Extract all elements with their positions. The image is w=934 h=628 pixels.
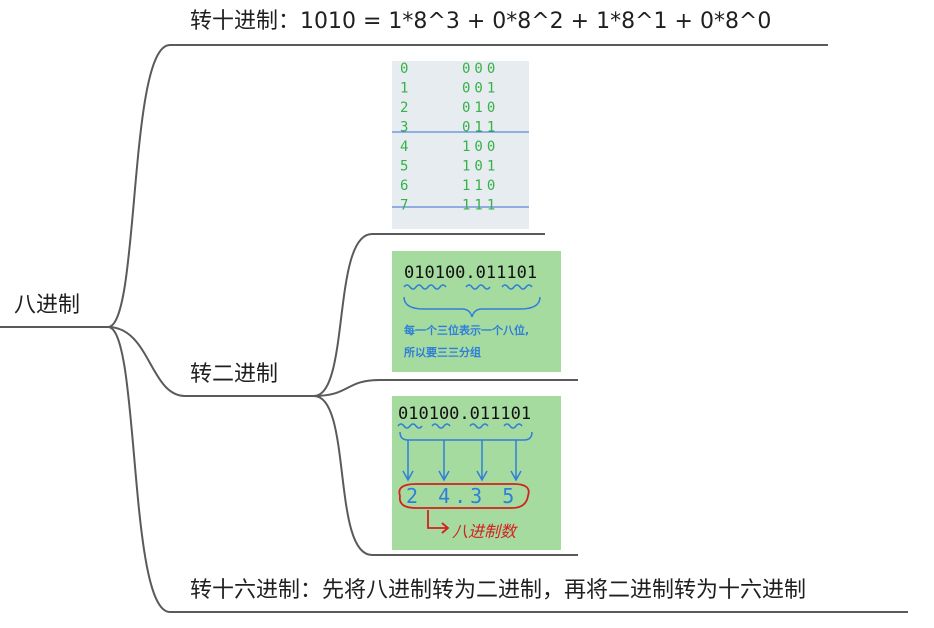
table-digit: 1 xyxy=(400,81,408,97)
conversion-result-label: 八进制数 xyxy=(452,518,516,542)
down-arrow xyxy=(511,440,521,480)
wavy-underline xyxy=(466,285,490,289)
down-arrow xyxy=(403,440,413,480)
connector-child-note xyxy=(314,380,380,396)
grouping-note-line1: 每一个三位表示一个八位, xyxy=(404,322,529,338)
wavy-underline xyxy=(504,424,522,428)
table-digit: 6 xyxy=(400,178,408,194)
table-bits: 011 xyxy=(462,120,499,136)
connector-child-table xyxy=(314,234,372,396)
grouping-note-line2: 所以要三三分组 xyxy=(404,344,481,360)
table-bits: 111 xyxy=(462,198,499,214)
wavy-underline xyxy=(432,424,450,428)
table-digit: 5 xyxy=(400,159,408,175)
down-arrow xyxy=(477,440,487,480)
connector-child-conversion xyxy=(314,396,372,555)
bracket-line xyxy=(400,432,532,440)
table-bits: 101 xyxy=(462,159,499,175)
to-hex-label: 转十六进制：先将八进制转为二进制，再将二进制转为十六进制 xyxy=(190,580,806,602)
table-digit: 4 xyxy=(400,139,408,155)
table-digit: 7 xyxy=(400,198,408,214)
table-bits: 001 xyxy=(462,81,499,97)
table-bits: 010 xyxy=(462,100,499,116)
table-digit: 0 xyxy=(400,61,408,77)
wavy-underline xyxy=(470,424,488,428)
red-arrow xyxy=(428,510,448,533)
conversion-image: 010100.011101 2 4.3 5 八进制数 xyxy=(392,396,561,550)
connector-to-hex xyxy=(108,327,170,612)
grouping-note-image: 010100.011101 每一个三位表示一个八位, 所以要三三分组 xyxy=(392,251,561,372)
to-decimal-label: 转十进制：1010 = 1*8^3 + 0*8^2 + 1*8^1 + 0*8^… xyxy=(190,11,771,33)
root-node-label: 八进制 xyxy=(14,295,80,317)
connector-to-binary xyxy=(108,327,185,396)
conversion-result: 2 4.3 5 xyxy=(406,484,518,508)
table-digit: 2 xyxy=(400,100,408,116)
wavy-underline xyxy=(502,285,532,289)
table-bits: 000 xyxy=(462,61,499,77)
table-bits: 100 xyxy=(462,139,499,155)
wavy-underline xyxy=(398,424,422,428)
table-bits: 110 xyxy=(462,178,499,194)
connector-to-decimal xyxy=(108,45,170,327)
wavy-underline xyxy=(404,285,446,289)
down-arrow xyxy=(439,440,449,480)
to-binary-label: 转二进制 xyxy=(190,364,278,386)
curly-brace xyxy=(404,297,540,317)
table-digit: 3 xyxy=(400,120,408,136)
